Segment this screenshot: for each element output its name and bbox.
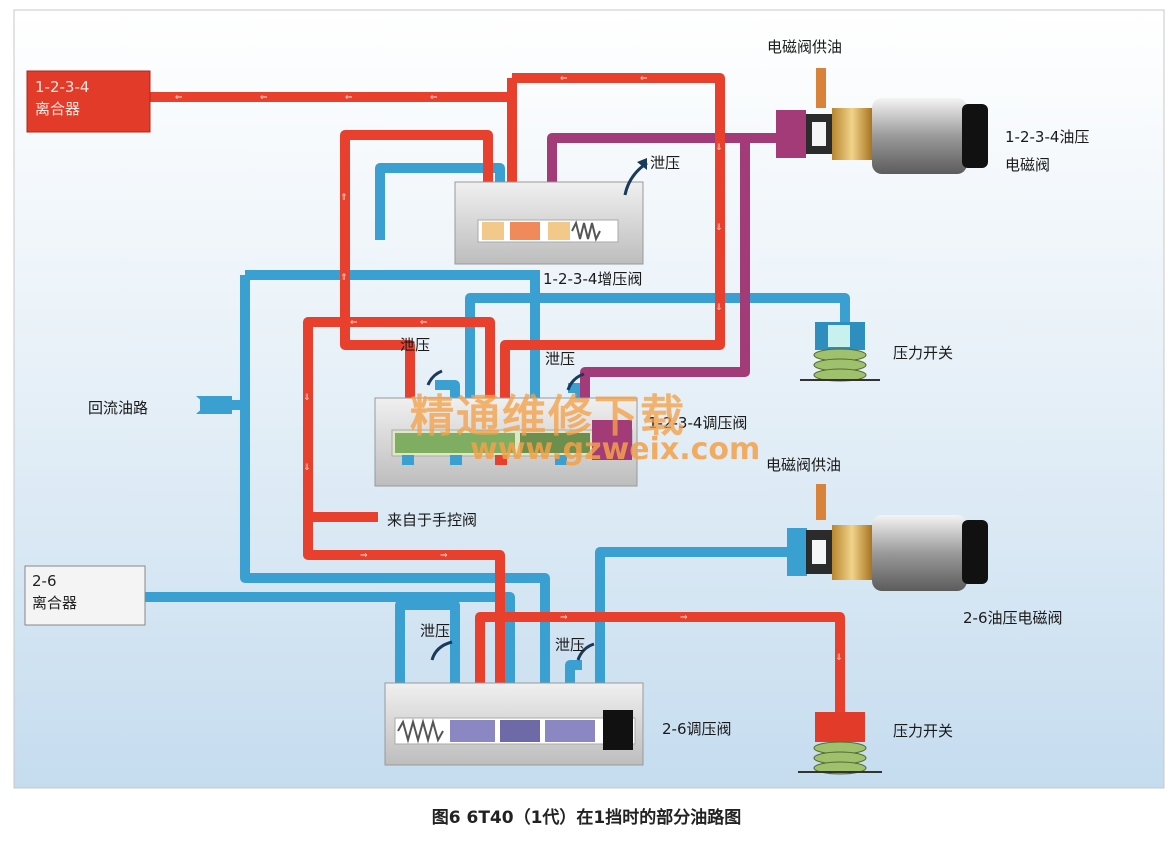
pressure-lines: [150, 73, 845, 745]
svg-text:⇐: ⇐: [260, 93, 268, 103]
clutch-26-line2: 离合器: [32, 594, 78, 612]
figure-caption: 图6 6T40（1代）在1挡时的部分油路图: [431, 808, 742, 828]
label-reg-valve-26: 2-6调压阀: [662, 720, 732, 738]
pressure-switch-bottom: [798, 712, 882, 775]
label-pressure-switch-bottom: 压力开关: [893, 722, 954, 740]
clutch-26-label: 2-6 离合器: [32, 570, 77, 614]
supply-pipe-top: [816, 68, 826, 108]
label-return-line: 回流油路: [88, 399, 149, 417]
supply-pipe-mid: [816, 484, 826, 520]
label-exhaust-reg-right: 泄压: [545, 350, 576, 368]
svg-text:⇓: ⇓: [835, 653, 843, 663]
label-solenoid-supply-top: 电磁阀供油: [767, 38, 843, 56]
svg-text:⇑: ⇑: [340, 273, 348, 283]
svg-text:⇓: ⇓: [303, 393, 311, 403]
clutch-1234-line2: 离合器: [35, 100, 81, 118]
label-exhaust-26-right: 泄压: [555, 636, 586, 654]
svg-text:⇓: ⇓: [715, 143, 723, 153]
svg-text:⇓: ⇓: [715, 223, 723, 233]
clutch-1234-line1: 1-2-3-4: [35, 78, 90, 96]
svg-text:⇐: ⇐: [420, 318, 428, 328]
label-exhaust-boost: 泄压: [650, 154, 681, 172]
label-solenoid-26: 2-6油压电磁阀: [963, 609, 1063, 627]
label-solenoid-1234-line1: 1-2-3-4油压: [1005, 128, 1090, 146]
label-exhaust-26-left: 泄压: [420, 622, 451, 640]
svg-text:⇐: ⇐: [175, 93, 183, 103]
boost-valve-1234: [454, 158, 648, 265]
regulator-valve-26: [384, 640, 644, 766]
clutch-1234-box: [26, 70, 151, 133]
svg-text:⇒: ⇒: [680, 613, 688, 623]
clutch-26-line1: 2-6: [32, 572, 57, 590]
svg-text:⇒: ⇒: [560, 613, 568, 623]
svg-text:⇑: ⇑: [340, 193, 348, 203]
label-solenoid-supply-mid: 电磁阀供油: [766, 456, 842, 474]
clutch-26-box: [24, 565, 146, 626]
svg-text:⇐: ⇐: [345, 93, 353, 103]
svg-text:⇓: ⇓: [715, 303, 723, 313]
label-boost-valve: 1-2-3-4增压阀: [543, 270, 643, 288]
watermark-url: www.gzweix.com: [470, 432, 761, 467]
svg-text:⇐: ⇐: [350, 318, 358, 328]
svg-text:⇐: ⇐: [560, 74, 568, 84]
svg-text:⇒: ⇒: [440, 551, 448, 561]
regulator-valve-1234: [374, 397, 638, 487]
svg-text:⇐: ⇐: [430, 93, 438, 103]
label-pressure-switch-top: 压力开关: [893, 344, 954, 362]
svg-text:⇒: ⇒: [360, 551, 368, 561]
pressure-switch-top: [800, 322, 880, 382]
solenoid-26: [787, 515, 988, 591]
watermark-cn: 精通维修下载: [410, 391, 686, 442]
svg-text:⇐: ⇐: [640, 74, 648, 84]
label-from-manual-valve: 来自于手控阀: [387, 511, 478, 529]
flow-arrows: ⇐ ⇐ ⇐ ⇐ ⇐ ⇐ ⇓ ⇓ ⇓ ⇑ ⇑ ⇐ ⇐ ⇓ ⇓ ⇒ ⇒ ⇒ ⇒ ⇓: [175, 74, 843, 663]
clutch-1234-label: 1-2-3-4 离合器: [35, 76, 89, 120]
solenoid-1234: [776, 98, 988, 174]
label-solenoid-1234-line2: 电磁阀: [1005, 156, 1051, 174]
label-exhaust-reg-left: 泄压: [400, 336, 431, 354]
svg-text:⇓: ⇓: [303, 463, 311, 473]
exhaust-arrows-reg: [426, 369, 585, 391]
return-line-arrow: [196, 396, 232, 414]
label-reg-valve-1234: 1-2-3-4调压阀: [648, 414, 748, 432]
